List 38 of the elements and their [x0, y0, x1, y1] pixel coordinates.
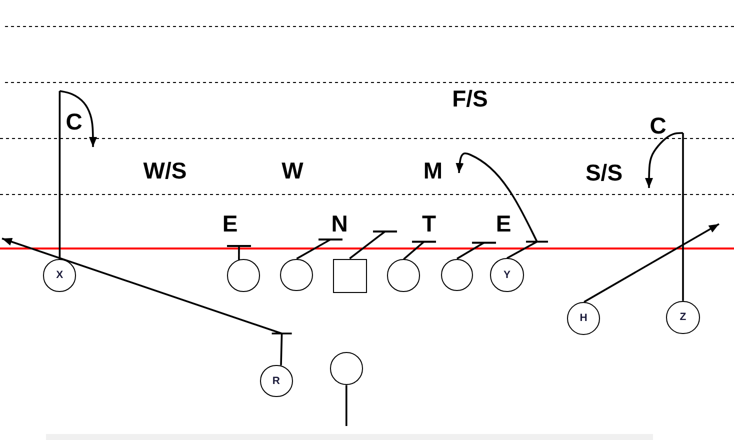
defender-label: N — [331, 212, 348, 236]
defender-label: C — [650, 114, 666, 138]
defender-label: S/S — [585, 162, 623, 184]
player-circle — [666, 300, 700, 334]
defender-label: W — [282, 160, 304, 182]
player-circle — [260, 364, 293, 398]
defender-label: M — [423, 159, 443, 182]
block-line — [296, 238, 344, 260]
block-line — [456, 242, 497, 260]
player-letter: Y — [503, 270, 510, 280]
player-letter: R — [272, 376, 280, 386]
player-circle — [566, 302, 600, 336]
block-line — [226, 245, 252, 260]
player-square — [332, 258, 367, 292]
player-letter: Z — [680, 312, 686, 323]
block-line — [349, 230, 398, 260]
defender-label: F/S — [452, 87, 488, 110]
player-letter: H — [580, 313, 588, 324]
player-letter: X — [56, 270, 64, 281]
route-arrow — [58, 90, 97, 260]
route-arrow — [456, 152, 549, 260]
player-circle — [490, 258, 524, 292]
defender-label: E — [222, 212, 238, 236]
defender-label: E — [496, 212, 512, 235]
player-circle — [43, 259, 76, 292]
route-arrow — [645, 132, 684, 302]
player-circle — [387, 259, 420, 292]
block-line — [403, 240, 437, 260]
route-arrow — [1, 238, 293, 366]
player-circle — [227, 259, 260, 292]
route-arrow — [584, 223, 720, 303]
defender-label: T — [422, 212, 436, 236]
defender-label: W/S — [143, 159, 187, 182]
defender-label: C — [66, 110, 82, 133]
player-circle — [440, 258, 474, 292]
player-circle — [330, 352, 363, 386]
route-line — [346, 385, 348, 426]
player-circle — [280, 258, 313, 292]
